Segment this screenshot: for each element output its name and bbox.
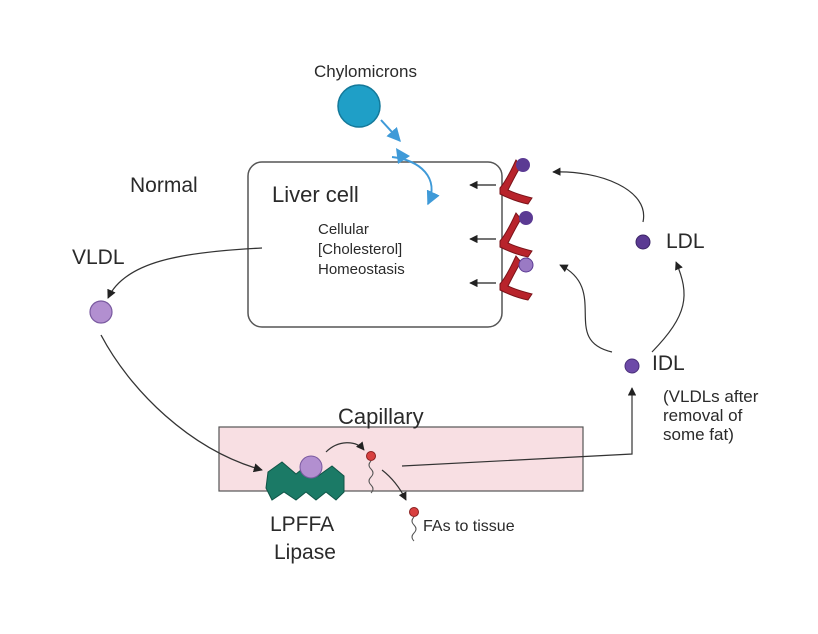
homeostasis-line-3: Homeostasis [318, 261, 405, 278]
ldl-to-receptor-arrow [552, 167, 645, 223]
chylomicron-particle [337, 84, 381, 128]
lipase-label-line-1: LPFFA [270, 513, 335, 536]
chylomicron-arrow-1 [380, 119, 401, 143]
receptor-icon [499, 255, 534, 301]
normal-label: Normal [130, 174, 198, 197]
homeostasis-line-1: Cellular [318, 221, 369, 238]
ldl-label: LDL [666, 230, 705, 253]
receptor-icon [499, 211, 533, 258]
liver-cell-label: Liver cell [272, 182, 359, 207]
idl-label: IDL [652, 352, 685, 375]
lipase-label-line-2: Lipase [274, 541, 336, 564]
vldl-to-lipase-arrow [100, 334, 263, 473]
fa-release-arrow [325, 441, 365, 453]
chylomicron-entry-icon [396, 148, 410, 164]
capillary-to-idl-arrow [401, 387, 637, 467]
ldl-particle [635, 234, 651, 250]
liver-to-vldl-arrow [107, 247, 263, 299]
fatty-acid-icon [409, 507, 419, 542]
fas-to-tissue-label: FAs to tissue [423, 518, 515, 535]
chylomicrons-label: Chylomicrons [314, 62, 417, 81]
idl-to-receptor-arrow [559, 264, 613, 353]
homeostasis-line-2: [Cholesterol] [318, 241, 403, 258]
capillary-label: Capillary [338, 404, 424, 429]
vldl-particle [89, 300, 113, 324]
receptor-icon [499, 158, 533, 205]
lipase-enzyme-icon [265, 455, 345, 501]
idl-to-ldl-arrow [651, 261, 685, 353]
vldl-label: VLDL [72, 246, 125, 269]
idl-note: (VLDLs after removal of some fat) [663, 387, 759, 444]
fa-to-tissue-arrow [381, 469, 407, 501]
fatty-acid-icon [366, 451, 376, 494]
idl-particle [624, 358, 640, 374]
